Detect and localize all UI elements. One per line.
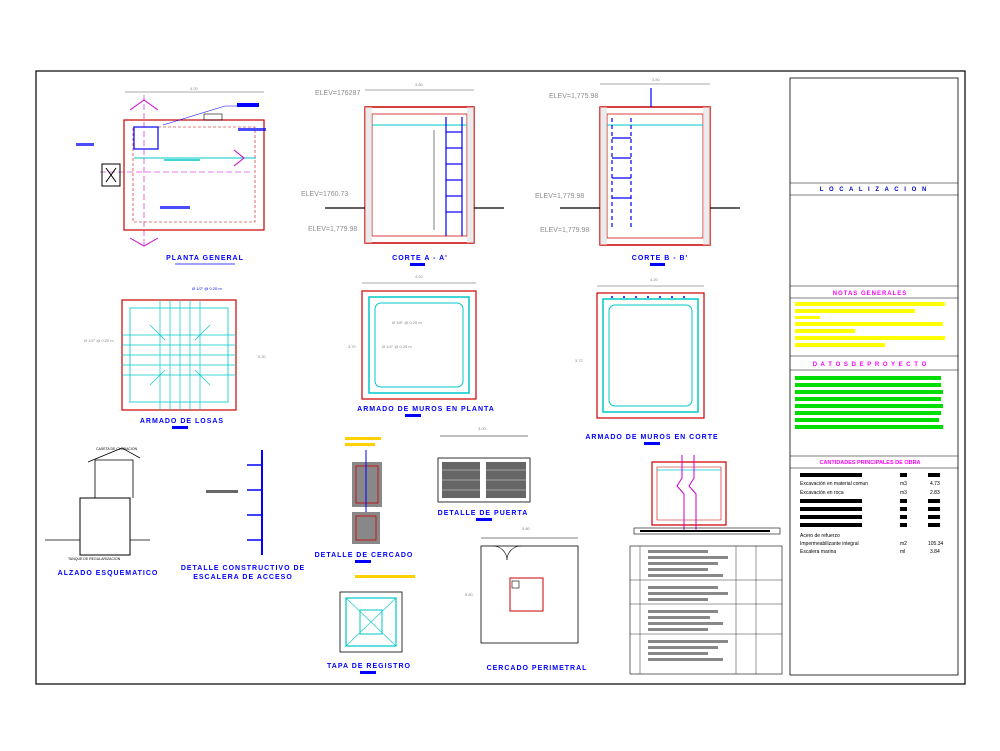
alzado-esquematico: CASETA DE CLORACION TANQUE DE REGULARIZA…	[45, 447, 159, 577]
sheet-frame	[35, 70, 966, 685]
cercado-perimetral-title: CERCADO PERIMETRAL	[487, 665, 588, 672]
elevation-label: ELEV=1,779.98	[535, 193, 584, 200]
localizacion-header: L O C A L I Z A C I O N	[820, 187, 929, 193]
cantidades-table: Excavación en material comun m3 4.73 Exc…	[800, 473, 944, 555]
detalle-cercado: DETALLE DE CERCADO	[315, 437, 414, 563]
qty-row-label: Impermeabilizante integral	[800, 541, 859, 547]
armado-losas: Ø 1/2" @ 0.20 m Ø 1/2" @ 0.20 m 5.20 ARM…	[84, 286, 267, 429]
escalera-title: ESCALERA DE ACCESO	[193, 574, 293, 581]
qty-row-unit: ml	[900, 549, 905, 555]
elevation-label: ELEV=1,775.98	[549, 93, 598, 100]
corte-aa-title: CORTE A - A'	[392, 255, 448, 262]
tapa-registro: TAPA DE REGISTRO	[327, 575, 415, 674]
detalle-escalera: DETALLE CONSTRUCTIVO DE ESCALERA DE ACCE…	[181, 450, 305, 581]
detalle-puerta: 3.00 DETALLE DE PUERTA	[437, 426, 531, 521]
escalera-title: DETALLE CONSTRUCTIVO DE	[181, 565, 305, 572]
qty-row-unit: m3	[900, 490, 907, 496]
elevation-label: ELEV=1,779.98	[308, 226, 357, 233]
elevation-label: ELEV=1,779.98	[540, 227, 589, 234]
rebar-label: Ø 1/2" @ 0.20 m	[192, 286, 222, 291]
armado-muros-planta-title: ARMADO DE MUROS EN PLANTA	[357, 406, 495, 413]
datos-header: D A T O S D E P R O Y E C T O	[813, 362, 928, 368]
detalle-puerta-title: DETALLE DE PUERTA	[438, 510, 529, 517]
alzado-label: CASETA DE CLORACION	[96, 447, 138, 451]
elevation-label: ELEV=1760.73	[301, 191, 348, 198]
notas-text	[795, 302, 945, 347]
qty-row-value: 4.73	[930, 481, 940, 487]
dim-label: 5.80	[465, 592, 474, 597]
qty-row-value: 2.83	[930, 490, 940, 496]
datos-text	[795, 376, 943, 429]
dim-label: 3.00	[478, 426, 487, 431]
qty-row-unit: m2	[900, 541, 907, 547]
qty-row-label: Excavación en roca	[800, 490, 844, 496]
dim-label: 3.72	[575, 358, 584, 363]
qty-row-unit: m3	[900, 481, 907, 487]
qty-row-value: 3.84	[930, 549, 940, 555]
detalle-cercado-title: DETALLE DE CERCADO	[315, 552, 414, 559]
dim-label: 4.20	[415, 274, 424, 279]
title-block: L O C A L I Z A C I O N NOTAS GENERALES …	[789, 77, 959, 676]
armado-muros-planta: 4.20 Ø 3/8" @ 0.25 m Ø 1/2" @ 0.25 m 3.7…	[348, 274, 495, 417]
planta-general: 4.20 PLANTA GENERAL	[76, 86, 266, 265]
alzado-title: ALZADO ESQUEMATICO	[58, 570, 159, 577]
qty-row-label: Escalera marina	[800, 549, 836, 555]
cercado-perimetral: 5.80 5.80 CERCADO PERIMETRAL	[465, 526, 588, 672]
dim-label: 4.20	[650, 277, 659, 282]
tabla-materiales	[629, 527, 783, 675]
alzado-label: TANQUE DE REGULARIZACION	[68, 557, 121, 561]
qty-row-label: Acero de refuerzo	[800, 533, 840, 539]
dim-label: 3.80	[415, 82, 424, 87]
rebar-label: Ø 3/8" @ 0.25 m	[392, 320, 422, 325]
notas-header: NOTAS GENERALES	[833, 291, 908, 297]
planta-general-title: PLANTA GENERAL	[166, 255, 244, 262]
armado-losas-title: ARMADO DE LOSAS	[140, 418, 224, 425]
cantidades-header: CANTIDADES PRINCIPALES DE OBRA	[819, 460, 920, 466]
corte-bb-title: CORTE B - B'	[632, 255, 688, 262]
dim-label: 3.70	[348, 344, 357, 349]
tapa-registro-title: TAPA DE REGISTRO	[327, 663, 411, 670]
elevation-label: ELEV=176287	[315, 90, 360, 97]
armado-muros-corte-title: ARMADO DE MUROS EN CORTE	[585, 434, 718, 441]
rebar-label: Ø 1/2" @ 0.25 m	[382, 344, 412, 349]
rebar-label: Ø 1/2" @ 0.20 m	[84, 338, 114, 343]
dim-label: 3.80	[652, 77, 661, 82]
qty-row-value: 105.34	[928, 541, 944, 547]
detalle-corte-tubo	[651, 455, 727, 530]
armado-muros-corte: 4.20 3.72 ARMADO DE MUROS EN CORTE	[575, 277, 718, 445]
dim-label: 4.20	[190, 86, 199, 91]
corte-aa: ELEV=176287 ELEV=1760.73 ELEV=1,779.98 3…	[301, 82, 504, 266]
dim-label: 5.20	[258, 354, 267, 359]
corte-bb: ELEV=1,775.98 ELEV=1,779.98 ELEV=1,779.9…	[535, 77, 740, 266]
qty-row-label: Excavación en material comun	[800, 481, 868, 487]
dim-label: 5.80	[522, 526, 531, 531]
